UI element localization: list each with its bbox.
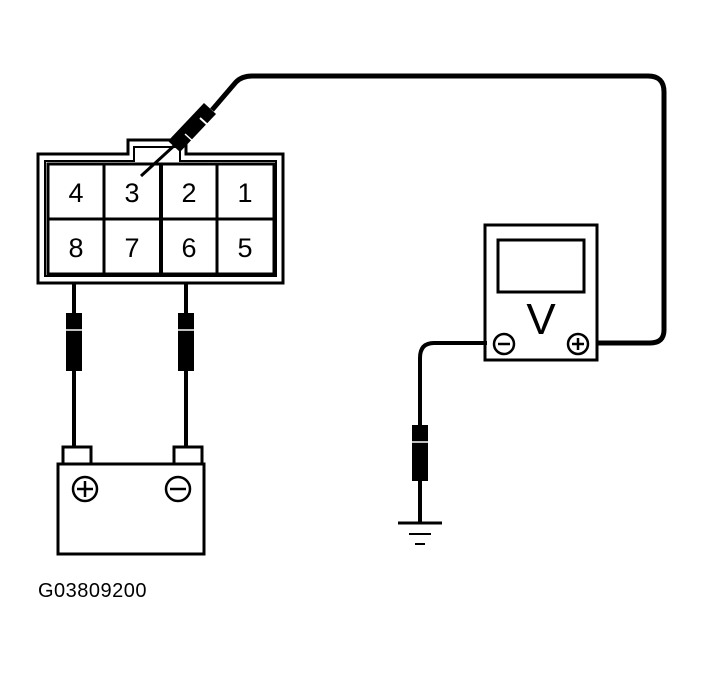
probe-tip [139, 142, 178, 178]
battery-negative-post [172, 445, 204, 467]
connector: 4 3 2 1 8 7 6 5 [36, 138, 285, 285]
voltmeter-symbol: V [526, 295, 556, 344]
connector-housing-outer [36, 138, 285, 285]
wire-probe-to-voltmeter-positive [210, 73, 667, 346]
probe-body [168, 103, 216, 152]
voltmeter-negative-terminal-icon [492, 332, 516, 356]
battery [56, 445, 206, 556]
pin-label-5: 5 [237, 233, 252, 263]
pin-label-2: 2 [181, 178, 196, 208]
ground-symbol-icon [398, 521, 442, 545]
figure-id: G03809200 [38, 580, 148, 602]
jumper-pin6-fuse [178, 313, 194, 371]
voltmeter-positive-terminal-icon [566, 332, 590, 356]
battery-positive-post [61, 445, 93, 467]
jumper-wire-pin6 [178, 283, 194, 450]
ground-lead-fuse [412, 425, 428, 481]
pin-label-6: 6 [181, 233, 196, 263]
pin-label-1: 1 [237, 178, 252, 208]
voltmeter: V [483, 223, 599, 362]
jumper-wire-pin8 [66, 283, 82, 450]
battery-negative-terminal-icon [164, 475, 192, 503]
pin-label-8: 8 [68, 233, 83, 263]
pin-label-3: 3 [124, 178, 139, 208]
pin-label-4: 4 [68, 178, 83, 208]
jumper-pin8-fuse [66, 313, 82, 371]
wire-voltmeter-negative-to-ground [418, 341, 487, 522]
probe-positive [139, 103, 216, 178]
voltmeter-display [496, 238, 586, 294]
pin-label-7: 7 [124, 233, 139, 263]
battery-positive-terminal-icon [71, 475, 99, 503]
battery-body [56, 462, 206, 556]
connector-housing-inner [44, 146, 277, 277]
